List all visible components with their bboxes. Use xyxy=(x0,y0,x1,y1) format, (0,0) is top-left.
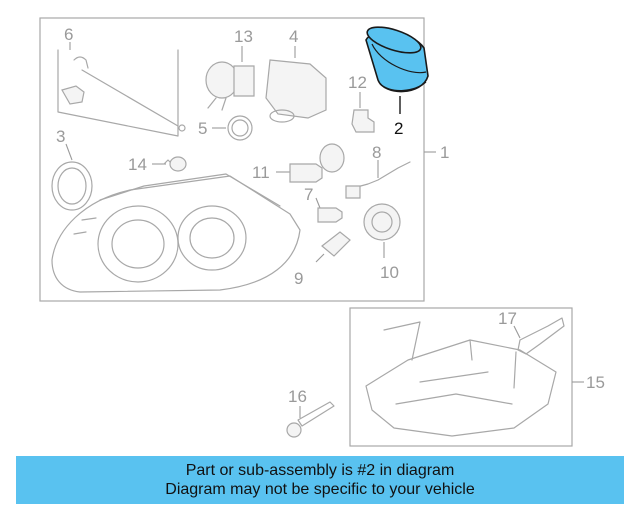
part-5-ring[interactable] xyxy=(212,115,253,141)
parts-diagram: 1 6 13 4 2 12 xyxy=(39,17,605,447)
part-4-module[interactable] xyxy=(265,46,327,123)
callout-6: 6 xyxy=(64,25,73,44)
headlamp-housing xyxy=(51,173,301,293)
banner-line-2: Diagram may not be specific to your vehi… xyxy=(165,481,475,498)
part-17-bracket[interactable] xyxy=(513,317,565,355)
callout-7: 7 xyxy=(304,185,313,204)
callout-1: 1 xyxy=(440,143,449,162)
part-14-grommet[interactable] xyxy=(152,156,187,172)
callout-17: 17 xyxy=(498,309,517,328)
callout-16: 16 xyxy=(288,387,307,406)
headlamp-assembly-box xyxy=(39,17,425,302)
part-9-bulb[interactable] xyxy=(315,231,351,263)
info-banner: Part or sub-assembly is #2 in diagram Di… xyxy=(16,456,624,504)
part-2-dust-cap[interactable] xyxy=(364,22,429,114)
callout-15: 15 xyxy=(586,373,605,392)
part-7-bulb[interactable] xyxy=(315,197,343,223)
part-12-clip[interactable] xyxy=(351,92,375,133)
part-8-socket[interactable] xyxy=(345,160,411,199)
callout-9: 9 xyxy=(294,269,303,288)
callout-4: 4 xyxy=(289,27,298,46)
part-10-socket[interactable] xyxy=(363,203,401,258)
part-11-bulb[interactable] xyxy=(276,143,345,183)
banner-line-1: Part or sub-assembly is #2 in diagram xyxy=(185,462,455,479)
part-16-bolt[interactable] xyxy=(286,401,335,438)
part-13-bulb[interactable] xyxy=(205,46,255,111)
callout-5: 5 xyxy=(198,119,207,138)
callout-12: 12 xyxy=(348,73,367,92)
part-15-bracket[interactable] xyxy=(365,321,557,437)
callout-3: 3 xyxy=(56,127,65,146)
part-6-adjuster-group[interactable] xyxy=(57,42,186,137)
part-3-ring[interactable] xyxy=(51,143,93,211)
callout-13: 13 xyxy=(234,27,253,46)
callout-11: 11 xyxy=(252,163,270,182)
callout-14: 14 xyxy=(128,155,147,174)
callout-2: 2 xyxy=(394,119,403,138)
callout-8: 8 xyxy=(372,143,381,162)
callout-10: 10 xyxy=(380,263,399,282)
lower-assembly-box xyxy=(349,307,573,447)
